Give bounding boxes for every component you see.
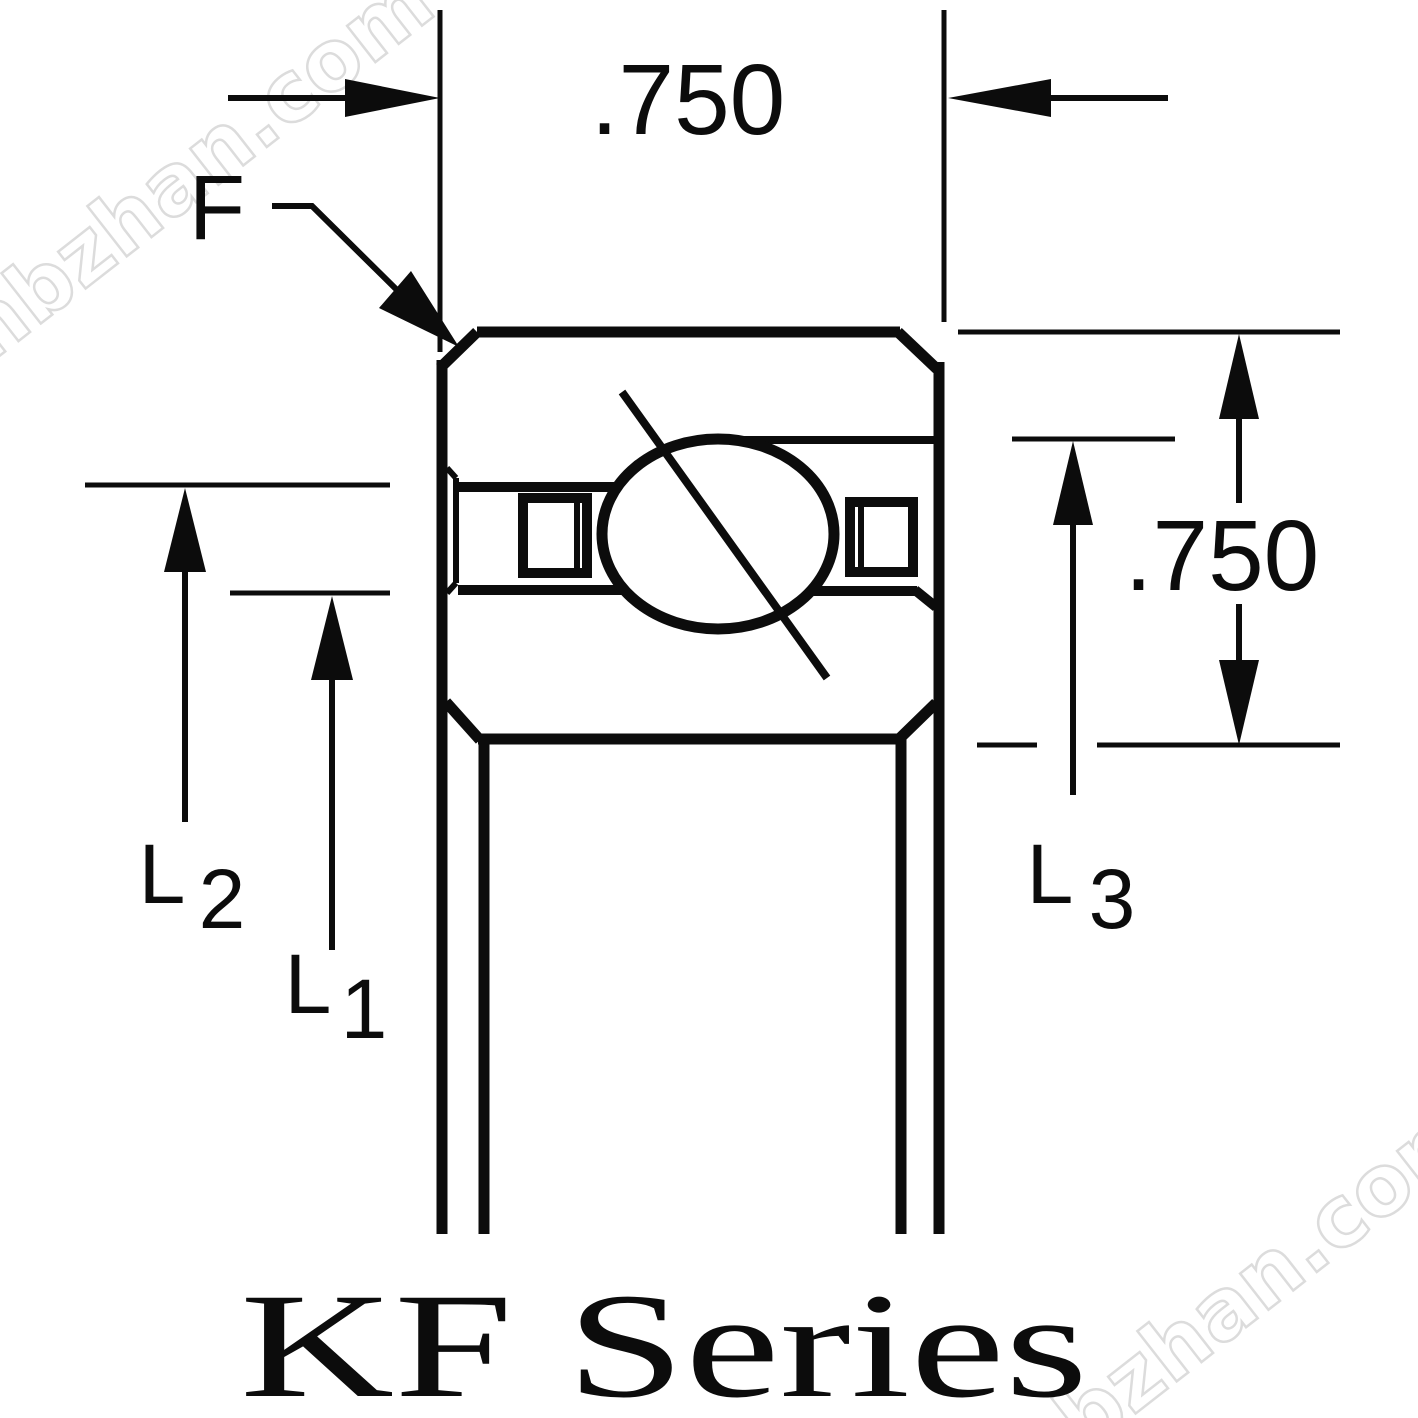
top-right-chamfer xyxy=(894,328,941,373)
cage-right-pocket xyxy=(845,497,918,577)
l3-arrow-up-icon xyxy=(1053,441,1093,525)
top-width-value: .750 xyxy=(591,44,786,156)
leader-line xyxy=(272,203,403,296)
arrow-right-icon xyxy=(345,79,440,117)
l1-label-base: L xyxy=(285,937,332,1031)
chamfer-callout: F xyxy=(189,157,459,347)
arrow-left-icon xyxy=(948,79,1051,117)
right-height-dimension: .750 xyxy=(958,329,1340,748)
chamfer-label: F xyxy=(189,157,245,259)
arrow-up-icon xyxy=(1219,334,1259,419)
l2-label-base: L xyxy=(139,827,186,921)
ring-gap-left-top-chamfer xyxy=(444,465,459,481)
l3-dimension: L 3 xyxy=(1012,436,1175,946)
cage-right xyxy=(845,497,918,577)
ball xyxy=(596,433,840,635)
raceway-right-bottom-chamfer xyxy=(911,586,940,611)
bearing-cross-section xyxy=(436,326,945,1234)
ring-gap-left-bottom-chamfer xyxy=(444,580,459,596)
arrow-down-icon xyxy=(1219,660,1259,745)
l3-label-base: L xyxy=(1027,827,1074,921)
l2-label-subscript: 2 xyxy=(199,852,246,946)
contact-angle-line xyxy=(618,389,831,681)
bottom-right-chamfer xyxy=(893,699,940,745)
l1-label-subscript: 1 xyxy=(341,962,388,1056)
l2-arrow-up-icon xyxy=(164,488,206,572)
l2-dimension: L 2 xyxy=(85,482,390,946)
leader-arrowhead-icon xyxy=(379,271,459,347)
cage-left xyxy=(518,493,592,578)
series-title: KF Series xyxy=(240,1263,1088,1418)
right-height-value: .750 xyxy=(1125,500,1320,612)
bottom-left-chamfer xyxy=(441,698,485,744)
top-width-dimension: .750 xyxy=(228,10,1168,352)
cage-left-pocket xyxy=(518,493,592,578)
l1-arrow-up-icon xyxy=(311,596,353,680)
l3-label-subscript: 3 xyxy=(1089,852,1136,946)
l1-dimension: L 1 xyxy=(230,590,390,1056)
